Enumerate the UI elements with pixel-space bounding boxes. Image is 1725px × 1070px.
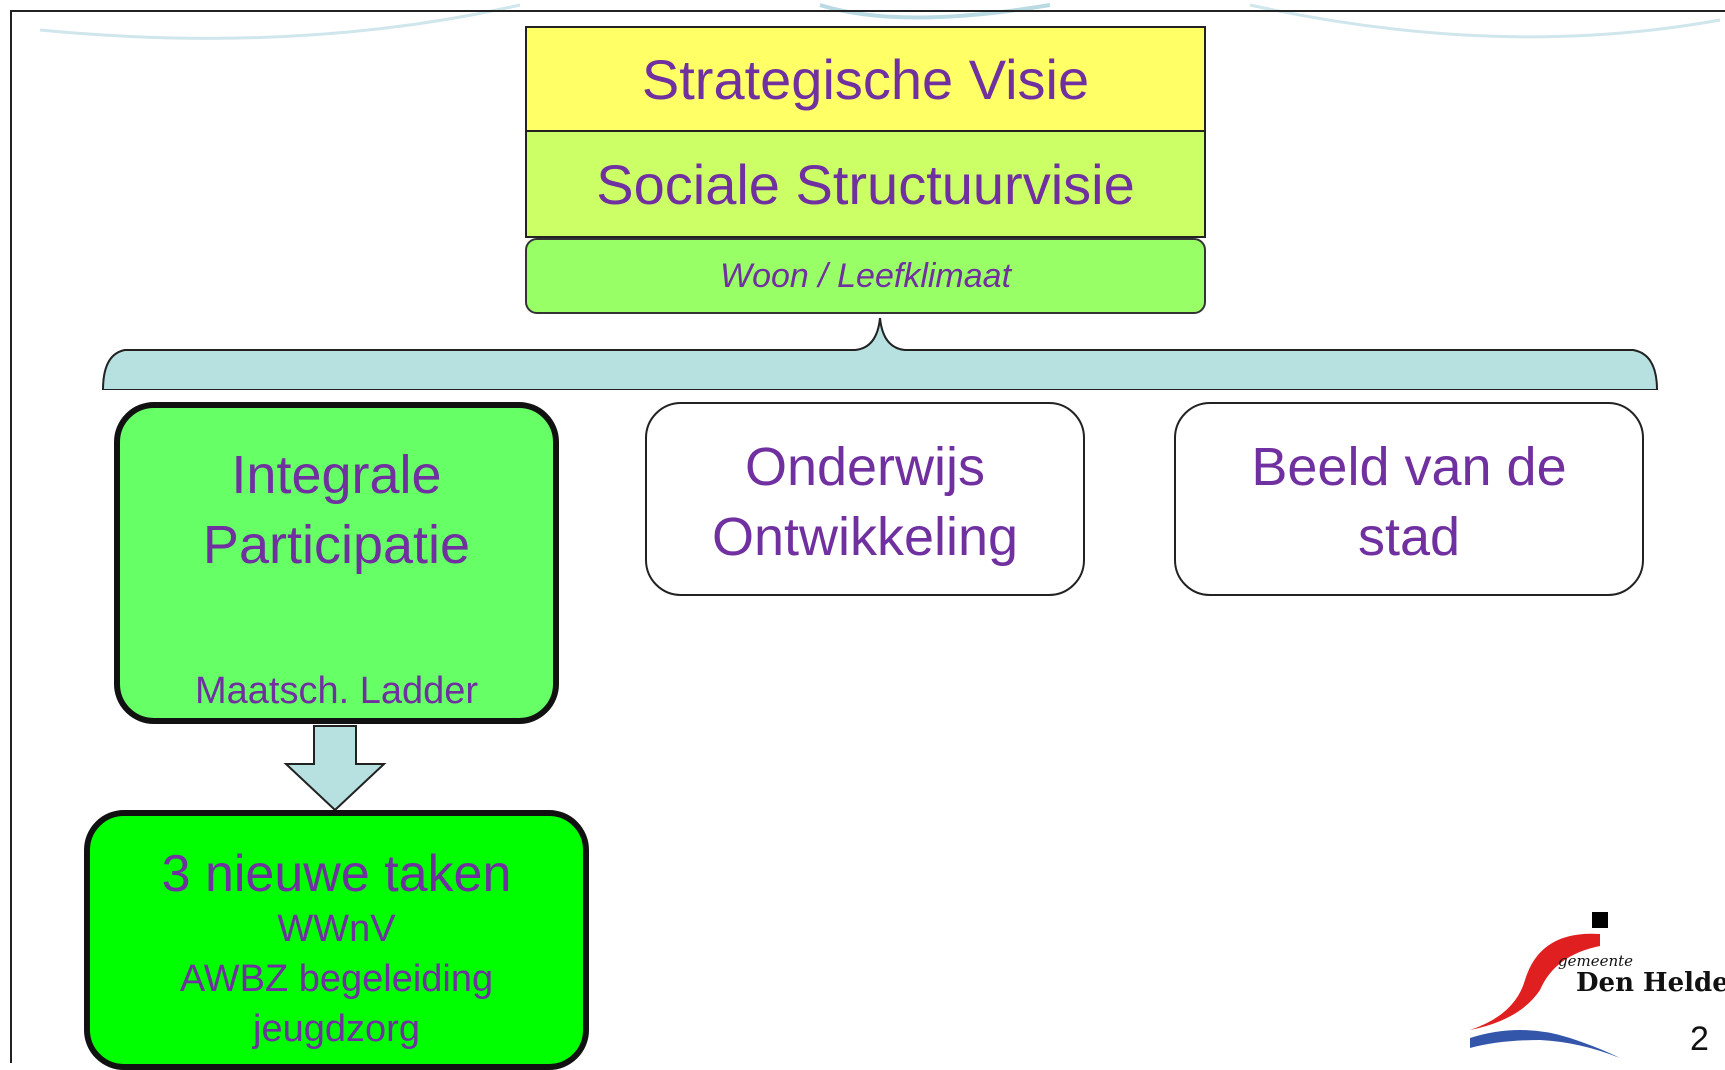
city-line1: Beeld van de xyxy=(1251,437,1567,497)
integral-participation-box: Integrale Participatie Maatsch. Ladder xyxy=(114,402,559,724)
connector-brace xyxy=(101,317,1659,390)
education-line2: Ontwikkeling xyxy=(711,507,1019,567)
social-ladder-label: Maatsch. Ladder xyxy=(194,670,479,712)
city-line2: stad xyxy=(1357,507,1461,567)
task-item: AWBZ begeleiding xyxy=(179,958,494,1000)
slide-frame xyxy=(10,10,1725,1063)
social-structure-vision-box: Sociale Structuurvisie xyxy=(525,132,1206,238)
living-climate-box: Woon / Leefklimaat xyxy=(525,238,1206,314)
living-climate-label: Woon / Leefklimaat xyxy=(719,256,1012,295)
task-item: WWnV xyxy=(277,908,396,950)
participation-line2: Participatie xyxy=(202,515,471,575)
logo-small-text: gemeente xyxy=(1558,952,1634,970)
task-item: jeugdzorg xyxy=(253,1008,420,1050)
three-new-tasks-box: 3 nieuwe taken WWnV AWBZ begeleiding jeu… xyxy=(84,810,589,1070)
den-helder-logo: gemeente Den Helder xyxy=(1460,910,1725,1063)
logo-name-text: Den Helder xyxy=(1576,968,1725,998)
tasks-title: 3 nieuwe taken xyxy=(161,845,512,903)
city-image-box: Beeld van de stad xyxy=(1174,402,1644,596)
down-arrow-icon xyxy=(283,725,387,812)
strategic-vision-label: Strategische Visie xyxy=(641,47,1090,111)
participation-line1: Integrale xyxy=(231,445,442,505)
strategic-vision-box: Strategische Visie xyxy=(525,26,1206,132)
logo-emblem-icon xyxy=(1470,912,1620,1058)
page-number: 2 xyxy=(1690,1020,1709,1058)
social-structure-vision-label: Sociale Structuurvisie xyxy=(596,152,1135,216)
education-line1: Onderwijs xyxy=(744,437,986,497)
education-development-box: Onderwijs Ontwikkeling xyxy=(645,402,1085,596)
